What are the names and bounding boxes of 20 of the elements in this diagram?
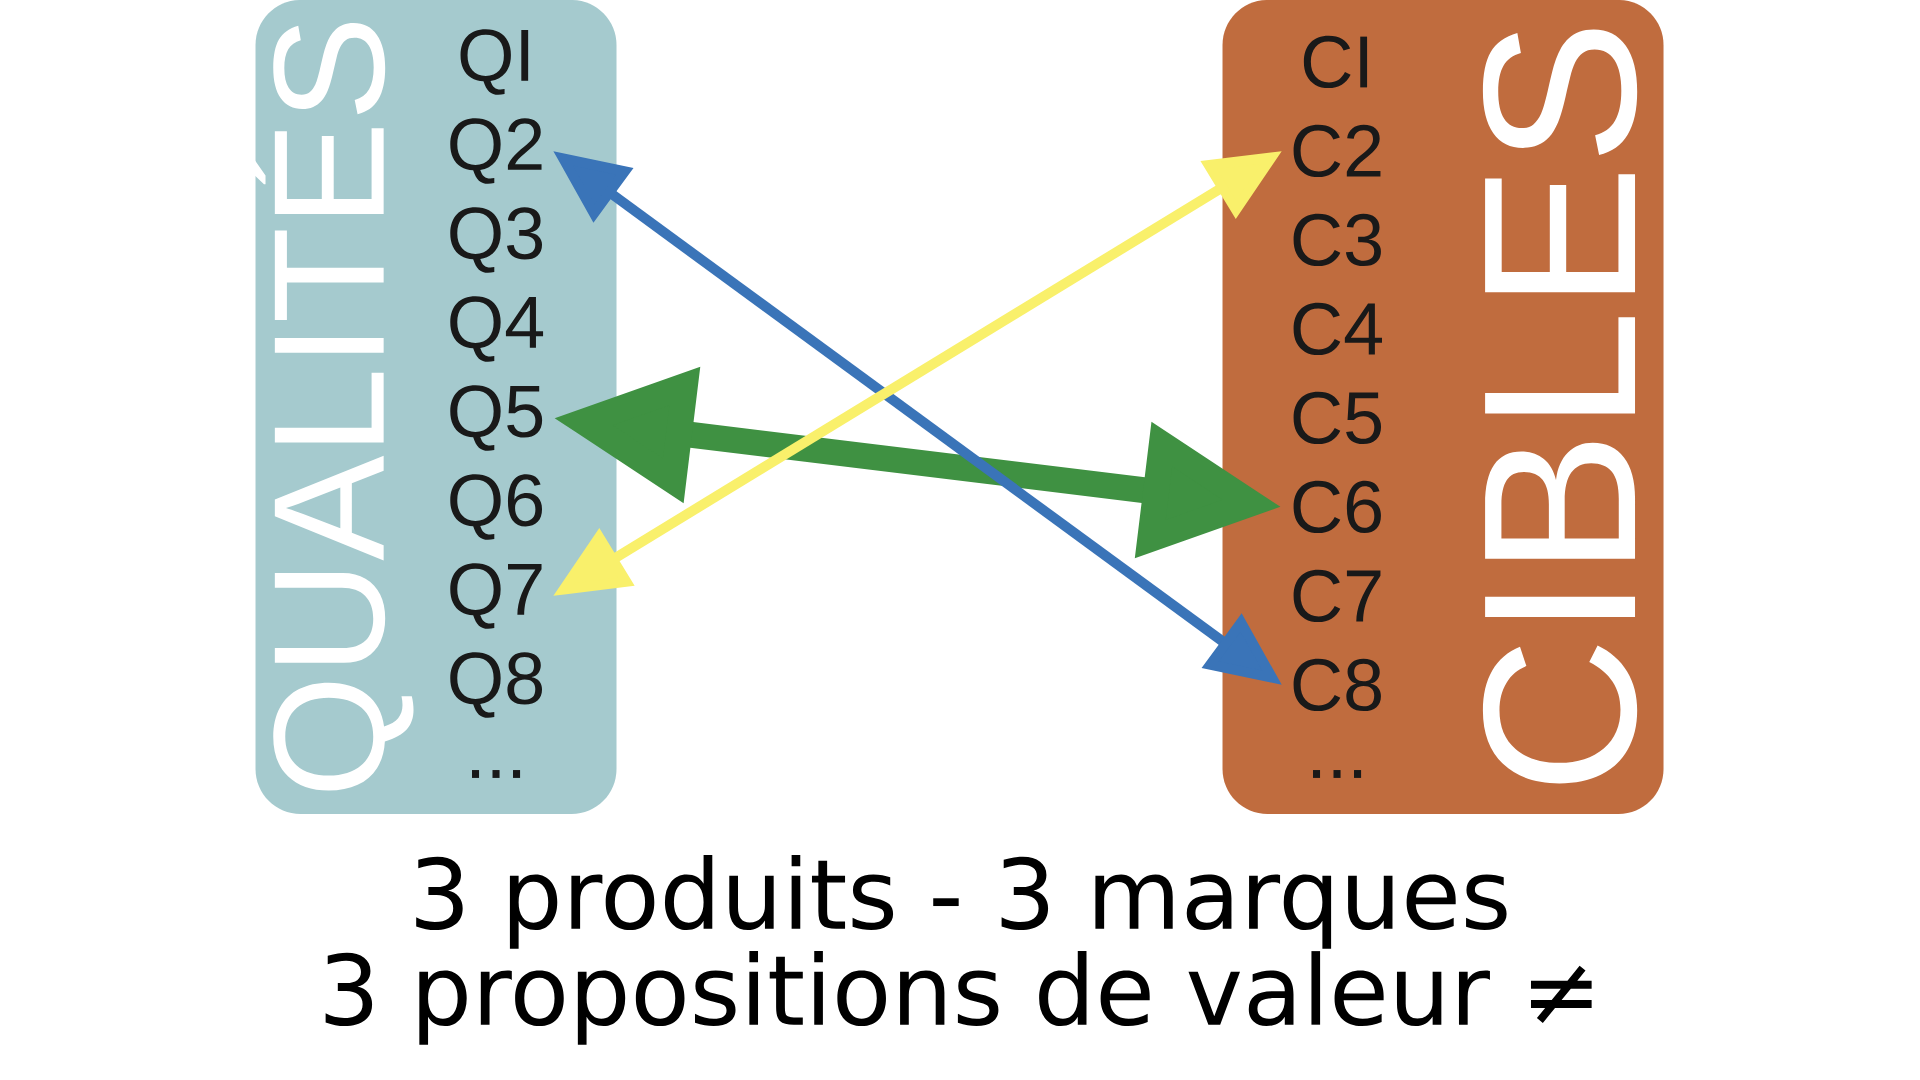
item-label: ... <box>1313 770 1362 778</box>
item-label: Q3 <box>450 207 542 273</box>
item-label: C4 <box>1293 302 1382 356</box>
item-label: CI <box>1303 35 1368 89</box>
item-label: C2 <box>1293 124 1381 178</box>
caption-text: 3 propositions de valeur ≠ <box>325 951 1592 1045</box>
item-label: C7 <box>1293 569 1381 623</box>
item-label: C8 <box>1293 658 1381 712</box>
item-label: Q7 <box>450 563 542 629</box>
item-label: Q5 <box>450 385 543 451</box>
item-label: C6 <box>1293 480 1381 534</box>
item-label: Q8 <box>450 652 542 718</box>
item-label: C3 <box>1293 213 1381 267</box>
item-label: Q2 <box>450 118 542 184</box>
item-label: QI <box>460 29 529 95</box>
item-label: Q6 <box>450 474 542 540</box>
item-label: Q4 <box>450 296 544 362</box>
item-label: ... <box>472 770 521 778</box>
caption-text: 3 produits - 3 marques <box>416 855 1507 949</box>
item-label: C5 <box>1293 391 1382 445</box>
